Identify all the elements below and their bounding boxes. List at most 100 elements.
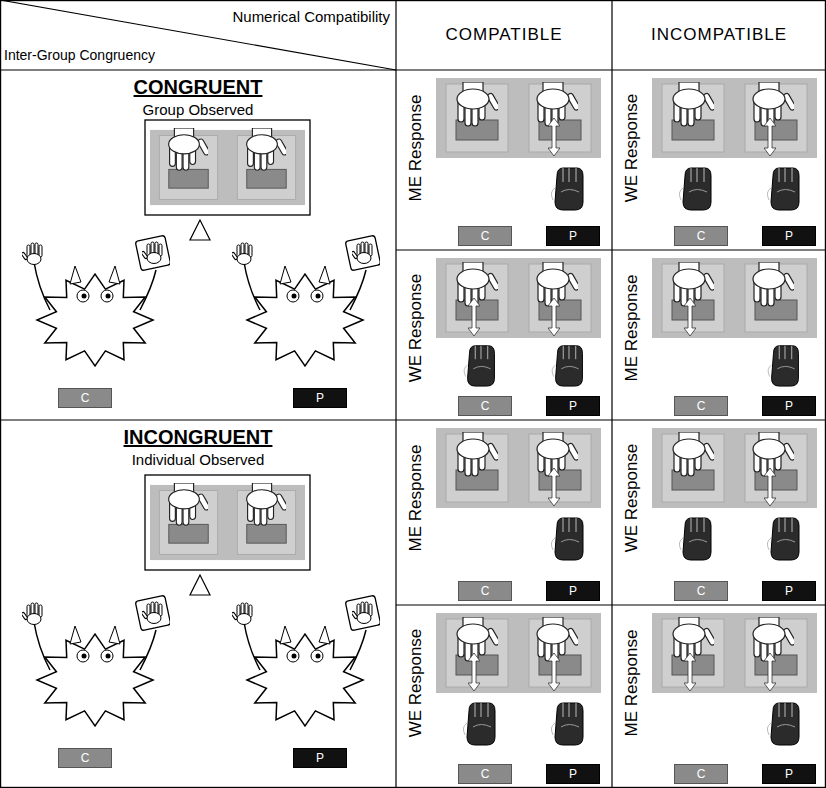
box-label: P <box>547 227 599 245</box>
illustration-part <box>21 595 171 726</box>
label-box: P <box>546 226 600 246</box>
column-header-cell: COMPATIBLE <box>396 0 612 70</box>
illustration-part <box>548 653 560 691</box>
illustration-part <box>764 118 776 156</box>
box-label: C <box>675 397 727 415</box>
header-corner-cell: Numerical CompatibilityInter-Group Congr… <box>0 0 396 70</box>
row-header-cell: CPINCONGRUENTIndividual Observed <box>0 420 396 788</box>
illustration-part <box>457 432 501 476</box>
box-label: P <box>763 227 815 245</box>
response-cell: C P WE Response <box>396 605 612 788</box>
illustration-part <box>652 258 817 338</box>
label-box: P <box>762 581 816 601</box>
illustration-part <box>684 298 696 336</box>
illustration-part <box>463 703 495 745</box>
response-illustration <box>652 78 817 210</box>
label-box: C <box>674 581 728 601</box>
illustration-part <box>753 262 797 306</box>
illustration-part <box>436 258 601 338</box>
header-label: Inter-Group Congruency <box>4 47 155 63</box>
header-label: CONGRUENT <box>0 76 396 99</box>
header-label: Group Observed <box>0 101 396 118</box>
label-box: C <box>674 396 728 416</box>
illustration-part <box>673 617 717 661</box>
label-box: P <box>762 396 816 416</box>
response-label: WE Response <box>406 629 426 738</box>
illustration-part <box>537 617 581 661</box>
box-label: P <box>547 397 599 415</box>
illustration-part <box>548 468 560 506</box>
box-label: C <box>675 227 727 245</box>
box-label: C <box>459 765 511 783</box>
illustration-part <box>753 617 797 661</box>
response-illustration <box>652 428 817 560</box>
row-header-cell: C P CONGRUENT Group Observed <box>0 70 396 420</box>
box-label: C <box>59 389 111 407</box>
illustration-part <box>652 78 817 158</box>
response-illustration <box>436 258 601 386</box>
response-label: ME Response <box>406 445 426 552</box>
illustration-part <box>231 595 381 726</box>
illustration-part <box>673 262 717 306</box>
response-illustration <box>436 78 601 210</box>
response-label: ME Response <box>622 275 642 382</box>
response-label: WE Response <box>622 94 642 203</box>
response-cell: CPME Response <box>612 605 826 788</box>
illustration-part <box>768 346 798 386</box>
illustration-part <box>679 518 711 560</box>
illustration-part <box>468 298 480 336</box>
illustration-part <box>457 82 501 126</box>
illustration-part <box>652 428 817 508</box>
label-box: C <box>58 388 112 408</box>
illustration-part <box>395 0 396 788</box>
illustration-part <box>611 0 612 788</box>
illustration-part <box>436 78 601 158</box>
label-box: P <box>546 764 600 784</box>
label-box: P <box>546 396 600 416</box>
label-box: P <box>293 388 347 408</box>
box-label: C <box>459 397 511 415</box>
illustration-part <box>551 703 583 745</box>
box-label: C <box>459 582 511 600</box>
header-label: Individual Observed <box>0 451 396 468</box>
illustration-part <box>468 653 480 691</box>
label-box: C <box>58 748 112 768</box>
illustration-part <box>551 168 583 210</box>
header-label: COMPATIBLE <box>396 25 612 45</box>
response-cell: CPME Response <box>396 420 612 605</box>
illustration-part <box>767 703 799 745</box>
label-box: P <box>293 748 347 768</box>
response-label: ME Response <box>406 95 426 202</box>
illustration-part <box>537 82 581 126</box>
illustration-part <box>457 262 501 306</box>
response-cell: C P ME Response <box>612 250 826 420</box>
illustration-part <box>190 220 210 240</box>
response-illustration <box>652 258 817 386</box>
illustration-part <box>548 118 560 156</box>
label-box: P <box>762 764 816 784</box>
header-label: INCOMPATIBLE <box>612 25 826 45</box>
illustration-part <box>764 653 776 691</box>
illustration-part <box>436 428 601 508</box>
illustration-part <box>145 475 310 570</box>
illustration-part <box>548 298 560 336</box>
response-illustration <box>436 428 601 560</box>
illustration-part <box>169 128 211 170</box>
label-box: C <box>458 764 512 784</box>
response-cell: C P WE Response <box>396 250 612 420</box>
illustration-part <box>247 128 289 170</box>
response-cell: CPME Response <box>396 70 612 250</box>
illustration-part <box>0 69 826 70</box>
response-label: WE Response <box>406 274 426 383</box>
illustration-part <box>190 575 210 595</box>
box-label: P <box>763 765 815 783</box>
illustration-part <box>673 432 717 476</box>
label-box: P <box>762 226 816 246</box>
response-illustration <box>652 613 817 745</box>
illustration-part <box>684 653 696 691</box>
illustration-part <box>764 468 776 506</box>
response-cell: C P WE Response <box>612 70 826 250</box>
